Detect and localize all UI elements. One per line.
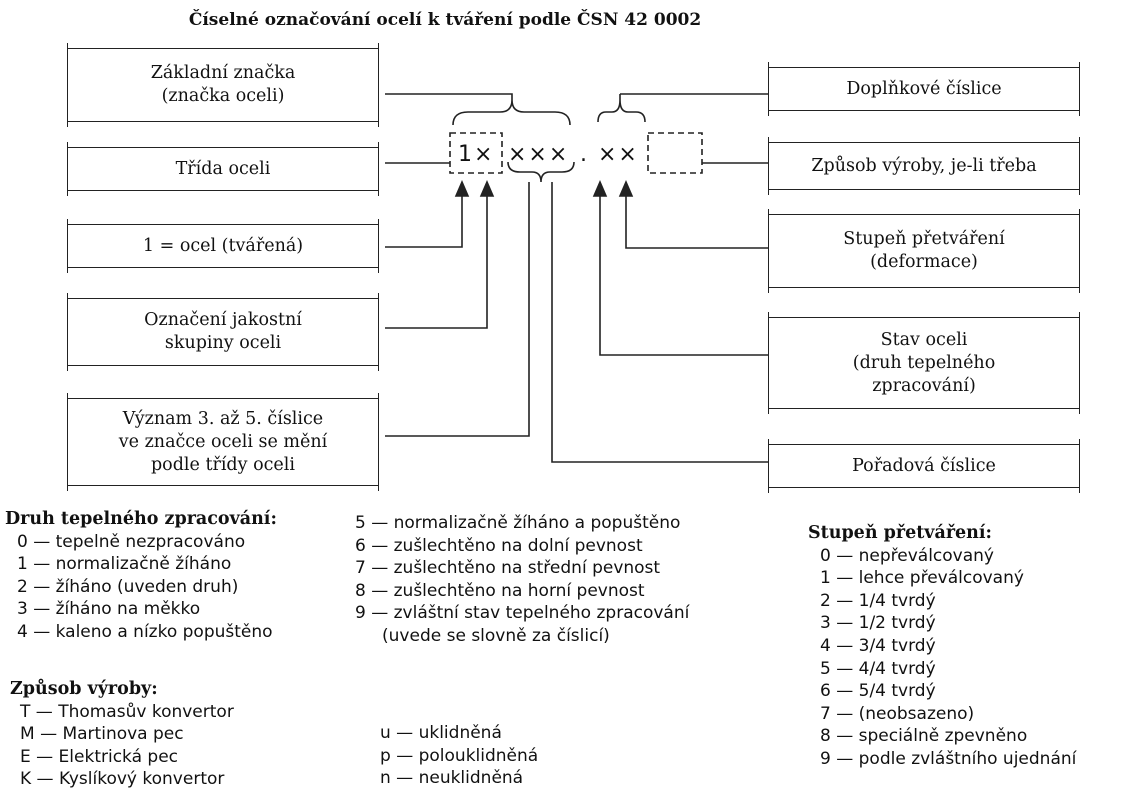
list-item: 4 — kaleno a nízko popuštěno xyxy=(17,621,273,642)
list-item: n — neuklidněná xyxy=(380,768,524,789)
list-item: 5 — normalizačně žíháno a popuštěno xyxy=(355,513,681,533)
box-quality-group: Označení jakostní skupiny oceli xyxy=(67,293,379,371)
list-item: 0 — nepřeválcovaný xyxy=(820,545,994,566)
list-item: 2 — žíháno (uveden druh) xyxy=(17,576,239,597)
list-item: 9 — zvláštní stav tepelného zpracování xyxy=(355,603,690,624)
box-steel-class: Třída oceli xyxy=(67,142,379,196)
list-item: 5 — 4/4 tvrdý xyxy=(820,658,936,679)
legend-heading: Způsob výroby: xyxy=(10,679,158,699)
code-last: ×× xyxy=(598,142,639,167)
list-item: 3 — 1/2 tvrdý xyxy=(820,613,936,634)
legend-heat-treatment-cont: 5 — normalizačně žíháno a popuštěno 6 — … xyxy=(355,512,689,648)
list-item: T — Thomasův konvertor xyxy=(20,701,234,722)
list-item: 9 — podle zvláštního ujednání xyxy=(820,748,1077,769)
legend-deoxidation: u — uklidněná p — polouklidněná n — neuk… xyxy=(380,722,538,790)
box-deformation-degree: Stupeň přetváření (deformace) xyxy=(768,209,1080,293)
box-basic-mark: Základní značka (značka oceli) xyxy=(67,43,379,127)
list-item: 1 — normalizačně žíháno xyxy=(17,554,232,575)
list-item: 8 — speciálně zpevněno xyxy=(820,726,1028,747)
legend-heat-treatment: Druh tepelného zpracování: 0 — tepelně n… xyxy=(5,508,277,644)
diagram-title: Číselné označování ocelí k tváření podle… xyxy=(188,10,702,30)
list-item: (uvede se slovně za číslicí) xyxy=(355,625,610,646)
list-item: 1 — lehce převálcovaný xyxy=(820,568,1024,589)
list-item: 0 — tepelně nezpracováno xyxy=(17,531,246,552)
box-steel-formed: 1 = ocel (tvářená) xyxy=(67,219,379,273)
list-item: u — uklidněná xyxy=(380,723,502,743)
list-item: E — Elektrická pec xyxy=(20,746,179,767)
legend-heading: Stupeň přetváření: xyxy=(808,523,992,543)
list-item: 7 — (neobsazeno) xyxy=(820,703,975,724)
legend-production: Způsob výroby: T — Thomasův konvertor M … xyxy=(10,678,234,791)
code-middle: ××× xyxy=(508,142,570,167)
list-item: 7 — zušlechtěno na střední pevnost xyxy=(355,558,661,579)
list-item: p — polouklidněná xyxy=(380,745,539,766)
box-extra-digits: Doplňkové číslice xyxy=(768,62,1080,116)
list-item: K — Kyslíkový konvertor xyxy=(20,769,225,790)
box-production-method: Způsob výroby, je-li třeba xyxy=(768,137,1080,195)
code-dot: . xyxy=(580,142,589,167)
list-item: 6 — zušlechtěno na dolní pevnost xyxy=(355,535,643,556)
list-item: 4 — 3/4 tvrdý xyxy=(820,635,936,656)
box-serial-digits: Pořadová číslice xyxy=(768,439,1080,493)
list-item: 3 — žíháno na měkko xyxy=(17,599,201,620)
code-first: 1× xyxy=(458,142,495,167)
list-item: M — Martinova pec xyxy=(20,724,184,745)
legend-heading: Druh tepelného zpracování: xyxy=(5,509,277,529)
legend-deformation: Stupeň přetváření: 0 — nepřeválcovaný 1 … xyxy=(808,522,1076,771)
list-item: 2 — 1/4 tvrdý xyxy=(820,590,936,611)
box-steel-state: Stav oceli (druh tepelného zpracování) xyxy=(768,312,1080,414)
list-item: 6 — 5/4 tvrdý xyxy=(820,681,936,702)
box-digit-meaning: Význam 3. až 5. číslice ve značce oceli … xyxy=(67,393,379,491)
list-item: 8 — zušlechtěno na horní pevnost xyxy=(355,580,645,601)
